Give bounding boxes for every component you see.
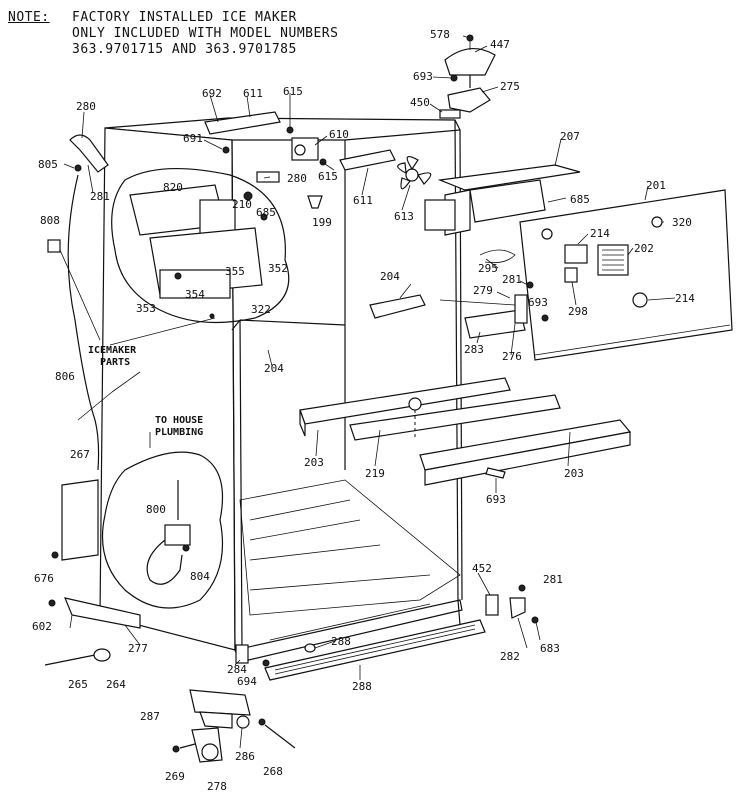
roller-assembly (172, 689, 296, 763)
part-label-611: 611 (243, 87, 263, 100)
part-label-204: 204 (380, 270, 400, 283)
top-brackets (204, 111, 396, 209)
plumbing-detail (102, 451, 224, 609)
note-header: NOTE: (8, 10, 50, 25)
part-label-602: 602 (32, 620, 52, 633)
part-label-268: 268 (263, 765, 283, 778)
part-label-611: 611 (353, 194, 373, 207)
part-label-210: 210 (232, 198, 252, 211)
part-label-354: 354 (185, 288, 205, 301)
part-label-685: 685 (570, 193, 590, 206)
part-label-280: 280 (76, 100, 96, 113)
part-label-199: 199 (312, 216, 332, 229)
top-hinge-assembly (439, 34, 496, 119)
part-label-264: 264 (106, 678, 126, 691)
part-label-452: 452 (472, 562, 492, 575)
part-label-281: 281 (502, 273, 522, 286)
part-label-693: 693 (413, 70, 433, 83)
part-label-201: 201 (646, 179, 666, 192)
part-label-353: 353 (136, 302, 156, 315)
part-label-806: 806 (55, 370, 75, 383)
icemaker-detail (111, 167, 290, 324)
note-line-3: 363.9701715 AND 363.9701785 (72, 42, 297, 57)
part-label-298: 298 (568, 305, 588, 318)
part-label-613: 613 (394, 210, 414, 223)
part-label-685: 685 (256, 206, 276, 219)
icemaker-callout-line-1: ICEMAKER (88, 345, 137, 356)
part-label-275: 275 (500, 80, 520, 93)
part-label-805: 805 (38, 158, 58, 171)
part-label-322: 322 (251, 303, 271, 316)
part-label-683: 683 (540, 642, 560, 655)
evaporator-fan-assembly (397, 155, 581, 236)
part-label-214: 214 (675, 292, 695, 305)
part-labels: 578 447 693 275 450 280 692 611 615 691 … (32, 28, 695, 793)
part-label-282: 282 (500, 650, 520, 663)
part-label-352: 352 (268, 262, 288, 275)
water-fill-tube (47, 134, 109, 471)
part-label-808: 808 (40, 214, 60, 227)
part-label-288: 288 (331, 635, 351, 648)
part-label-207: 207 (560, 130, 580, 143)
part-label-693: 693 (528, 296, 548, 309)
part-label-280: 280 (287, 172, 307, 185)
part-label-281: 281 (543, 573, 563, 586)
part-label-283: 283 (464, 343, 484, 356)
note-line-1: FACTORY INSTALLED ICE MAKER (72, 10, 297, 25)
part-label-450: 450 (410, 96, 430, 109)
bottom-grille-parts (235, 584, 539, 681)
shelf-rails (299, 377, 632, 486)
part-label-320: 320 (672, 216, 692, 229)
part-label-694: 694 (237, 675, 257, 688)
part-label-676: 676 (34, 572, 54, 585)
plumbing-callout-line-1: TO HOUSE (155, 415, 203, 426)
part-label-578: 578 (430, 28, 450, 41)
part-label-804: 804 (190, 570, 210, 583)
part-label-203: 203 (564, 467, 584, 480)
part-label-286: 286 (235, 750, 255, 763)
part-label-610: 610 (329, 128, 349, 141)
part-label-820: 820 (163, 181, 183, 194)
leader-lines (63, 35, 676, 749)
part-label-288: 288 (352, 680, 372, 693)
part-label-693: 693 (486, 493, 506, 506)
part-label-295: 295 (478, 262, 498, 275)
plumbing-callout-line-2: PLUMBING (155, 427, 203, 438)
part-label-281: 281 (90, 190, 110, 203)
control-panel (519, 189, 733, 361)
lower-left-parts (44, 479, 141, 666)
part-label-287: 287 (140, 710, 160, 723)
part-label-267: 267 (70, 448, 90, 461)
part-label-615: 615 (283, 85, 303, 98)
part-label-276: 276 (502, 350, 522, 363)
part-label-219: 219 (365, 467, 385, 480)
part-label-447: 447 (490, 38, 510, 51)
part-label-800: 800 (146, 503, 166, 516)
part-label-203: 203 (304, 456, 324, 469)
part-label-202: 202 (634, 242, 654, 255)
callout-text: ICEMAKER PARTS TO HOUSE PLUMBING (88, 345, 203, 438)
part-label-214: 214 (590, 227, 610, 240)
part-label-278: 278 (207, 780, 227, 793)
note-line-2: ONLY INCLUDED WITH MODEL NUMBERS (72, 26, 339, 41)
part-label-692: 692 (202, 87, 222, 100)
thermostat-parts (369, 249, 549, 339)
part-label-269: 269 (165, 770, 185, 783)
callout-arrows (59, 249, 216, 448)
part-label-284: 284 (227, 663, 247, 676)
part-label-265: 265 (68, 678, 88, 691)
note-block: NOTE: FACTORY INSTALLED ICE MAKER ONLY I… (8, 10, 468, 70)
part-label-691: 691 (183, 132, 203, 145)
part-label-204: 204 (264, 362, 284, 375)
part-label-279: 279 (473, 284, 493, 297)
icemaker-callout-line-2: PARTS (100, 357, 130, 368)
part-label-355: 355 (225, 265, 245, 278)
part-label-277: 277 (128, 642, 148, 655)
part-label-615: 615 (318, 170, 338, 183)
